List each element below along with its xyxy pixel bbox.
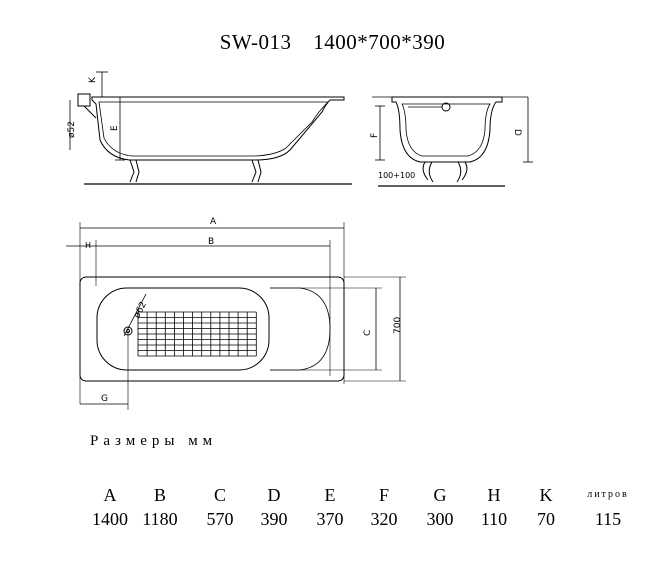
dim-key: H <box>487 485 501 505</box>
label-phi52-side: ø52 <box>67 121 77 138</box>
dim-value: 390 <box>260 509 288 529</box>
dim-key: D <box>267 485 281 505</box>
phi62-leader <box>123 293 147 337</box>
dim-e: E 370 <box>312 484 348 530</box>
dim-value: 70 <box>537 509 555 529</box>
dim-value: 370 <box>316 509 344 529</box>
anti-slip-grid <box>137 311 257 357</box>
dim-key: G <box>433 485 447 505</box>
dim-d: D 390 <box>256 484 292 530</box>
dim-value: 570 <box>206 509 234 529</box>
label-a: A <box>210 217 217 227</box>
label-c: C <box>363 330 373 336</box>
drawing-title: SW-013 1400*700*390 <box>0 30 665 55</box>
dim-f: F 320 <box>366 484 402 530</box>
side-leg-right <box>251 159 262 183</box>
dim-key: F <box>378 485 389 505</box>
label-e: E <box>110 125 120 131</box>
end-leg-right <box>456 161 468 183</box>
label-d: D <box>512 129 522 136</box>
label-h: H <box>85 241 91 250</box>
label-k: K <box>88 76 98 83</box>
dim-g: G 300 <box>422 484 458 530</box>
dim-key: A <box>103 485 117 505</box>
dim-k: K 70 <box>530 484 562 530</box>
side-drain <box>77 93 91 107</box>
dim-a: A 1400 <box>90 484 130 530</box>
dim-volume: литров 115 <box>572 484 644 530</box>
sizes-heading: Размеры мм <box>90 433 218 449</box>
end-leg-left <box>422 161 434 183</box>
dim-key: C <box>213 485 226 505</box>
label-legs: 100+100 <box>378 171 415 180</box>
dim-b: B 1180 <box>140 484 180 530</box>
dim-c: C 570 <box>202 484 238 530</box>
label-g: G <box>101 394 108 404</box>
side-inner-contour <box>98 101 329 157</box>
label-phi62: ø62 <box>132 300 149 320</box>
end-outer-shell <box>391 96 503 163</box>
plan-inner-bowl <box>96 287 270 371</box>
dim-value: 1400 <box>92 509 128 529</box>
model-size: 1400*700*390 <box>313 30 446 54</box>
side-drain-pipe <box>83 105 97 119</box>
dim-key: литров <box>587 489 629 500</box>
label-b: B <box>208 237 214 247</box>
dim-value: 110 <box>480 509 508 529</box>
dim-h: H 110 <box>476 484 512 530</box>
model-code: SW-013 <box>219 30 292 54</box>
dim-value: 1180 <box>142 509 178 529</box>
side-leg-left <box>129 159 140 183</box>
dim-value: 300 <box>426 509 454 529</box>
dim-key: B <box>153 485 166 505</box>
dim-key: E <box>324 485 336 505</box>
side-view <box>69 71 352 185</box>
plan-view <box>66 222 406 410</box>
end-inner-shell <box>401 103 491 157</box>
plan-bowl-edge <box>270 287 331 371</box>
side-rim <box>91 96 345 161</box>
dim-value: 320 <box>370 509 398 529</box>
dim-key: K <box>539 485 553 505</box>
dim-value: 115 <box>594 509 622 529</box>
label-f: F <box>370 133 380 138</box>
plan-outer-rim <box>79 276 345 382</box>
label-700: 700 <box>393 317 403 334</box>
end-view <box>372 96 533 187</box>
